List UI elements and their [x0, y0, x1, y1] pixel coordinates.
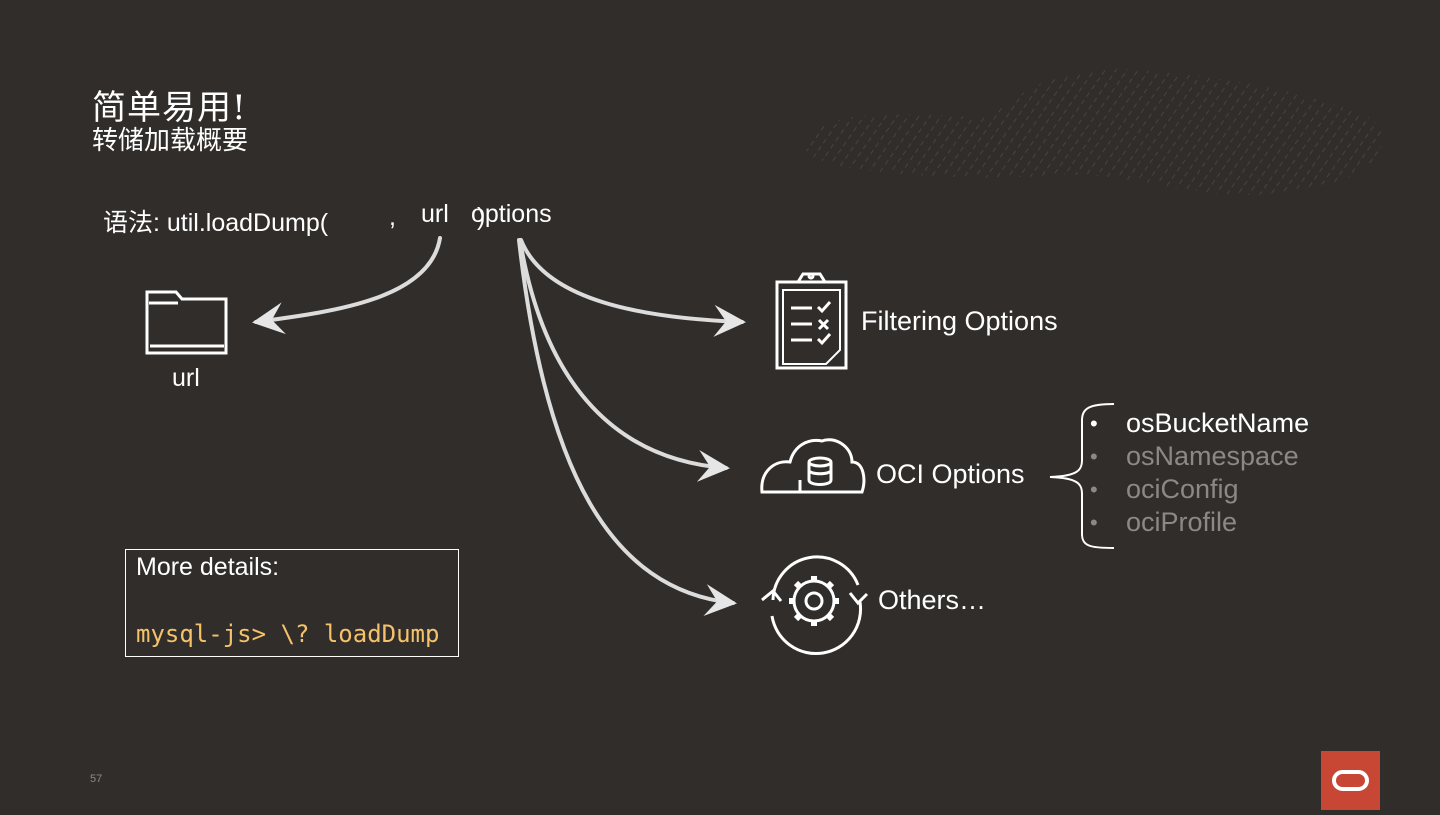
- gear-cycle-icon: [761, 555, 869, 656]
- list-item: osBucketName: [1090, 407, 1309, 440]
- syntax-url-param: url: [421, 200, 449, 228]
- clipboard-checklist-icon: [775, 272, 848, 370]
- oci-options-label: OCI Options: [876, 459, 1025, 489]
- arrow-to-oci: [518, 238, 730, 482]
- list-item: osNamespace: [1090, 440, 1309, 473]
- syntax-comma: ,: [389, 203, 396, 231]
- filtering-options-label: Filtering Options: [861, 306, 1058, 336]
- folder-icon: [145, 290, 228, 355]
- details-heading: More details:: [136, 553, 280, 581]
- url-label: url: [172, 364, 200, 392]
- oci-options-brace: [1049, 403, 1115, 549]
- oracle-logo-icon: [1321, 751, 1380, 810]
- cloud-database-icon: [760, 438, 866, 494]
- others-label: Others…: [878, 585, 987, 615]
- details-box: [125, 549, 459, 657]
- slide-subtitle: 转储加载概要: [92, 126, 249, 156]
- oci-options-list: osBucketName osNamespace ociConfig ociPr…: [1090, 407, 1309, 539]
- syntax-prefix: 语法: util.loadDump(: [103, 209, 329, 237]
- page-number: 57: [90, 773, 103, 785]
- arrow-to-filtering: [519, 238, 746, 337]
- syntax-options-param: options: [471, 200, 552, 228]
- slide-title: 简单易用!: [92, 88, 247, 128]
- details-command: mysql-js> \? loadDump: [136, 620, 440, 648]
- syntax-close-paren: ): [477, 203, 486, 231]
- list-item: ociProfile: [1090, 506, 1309, 539]
- arrow-to-others: [517, 238, 737, 616]
- arrow-to-url: [252, 236, 442, 335]
- list-item: ociConfig: [1090, 473, 1309, 506]
